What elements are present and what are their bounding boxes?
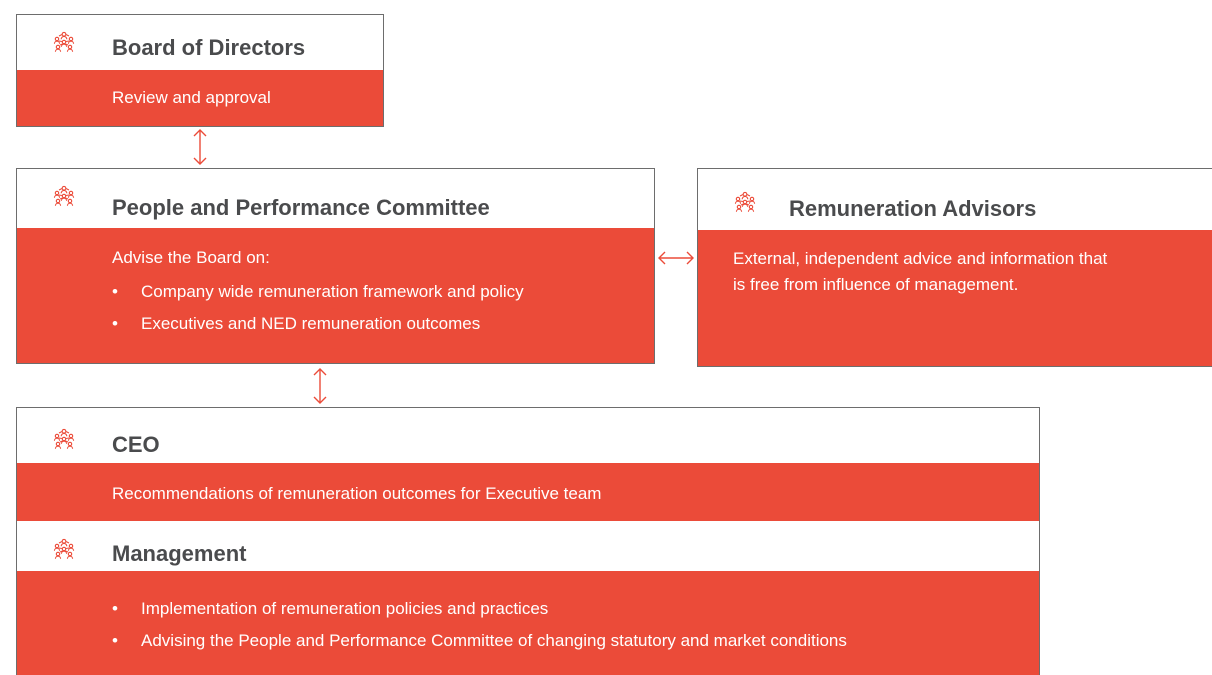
advisors-header: Remuneration Advisors [698,169,1212,230]
management-bullet-1: Implementation of remuneration policies … [141,599,549,618]
advisors-body: External, independent advice and informa… [698,230,1212,366]
committee-header: People and Performance Committee [17,169,654,228]
people-network-icon [53,538,75,560]
people-network-icon [53,428,75,450]
vertical-double-arrow-icon [193,129,207,165]
advisors-box: Remuneration Advisors External, independ… [697,168,1212,367]
ceo-text: Recommendations of remuneration outcomes… [112,484,602,503]
advisors-text-line2: is free from influence of management. [733,275,1019,294]
management-body: • Implementation of remuneration policie… [17,571,1039,675]
board-body: Review and approval [17,70,383,126]
ceo-management-box: CEO Recommendations of remuneration outc… [16,407,1040,675]
vertical-double-arrow-icon [313,368,327,404]
management-bullet-2: Advising the People and Performance Comm… [141,631,847,650]
ceo-title: CEO [112,432,160,457]
people-network-icon [53,31,75,53]
committee-title: People and Performance Committee [112,195,490,220]
committee-box: People and Performance Committee Advise … [16,168,655,364]
committee-bullet-1: Company wide remuneration framework and … [141,282,524,301]
board-title: Board of Directors [112,35,306,60]
advisors-title: Remuneration Advisors [789,196,1037,221]
board-header: Board of Directors [17,15,383,70]
board-text: Review and approval [112,88,271,107]
bullet-dot: • [112,282,118,301]
management-header: Management [17,521,1039,571]
committee-body: Advise the Board on: • Company wide remu… [17,228,654,363]
bullet-dot: • [112,599,118,618]
committee-bullet-2: Executives and NED remuneration outcomes [141,314,481,333]
horizontal-double-arrow-icon [658,251,694,265]
management-title: Management [112,541,247,566]
ceo-header: CEO [17,408,1039,463]
ceo-body: Recommendations of remuneration outcomes… [17,463,1039,521]
bullet-dot: • [112,631,118,650]
committee-intro: Advise the Board on: [112,248,270,267]
people-network-icon [53,185,75,207]
bullet-dot: • [112,314,118,333]
people-network-icon [734,191,756,213]
advisors-text-line1: External, independent advice and informa… [733,249,1108,268]
board-of-directors-box: Board of Directors Review and approval [16,14,384,127]
